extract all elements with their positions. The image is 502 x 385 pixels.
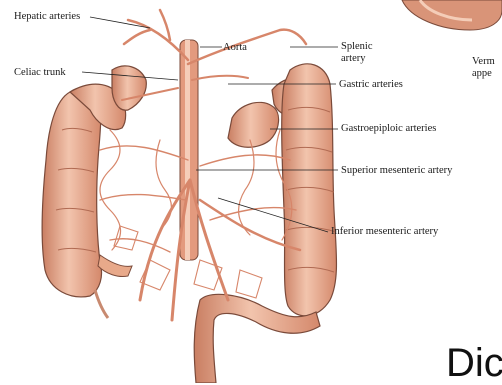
appendix-partial-illustration	[402, 0, 502, 30]
artery-network	[100, 10, 306, 320]
descending-colon	[282, 64, 337, 316]
label-splenic-artery-line2: artery	[341, 53, 365, 64]
label-inferior-mesenteric-artery: Inferior mesenteric artery	[331, 226, 438, 237]
label-gastric-arteries: Gastric arteries	[339, 79, 403, 90]
label-gastroepiploic-arteries: Gastroepiploic arteries	[341, 123, 436, 134]
label-vermiform-line1: Verm	[472, 56, 495, 67]
label-aorta: Aorta	[223, 42, 247, 53]
label-hepatic-arteries: Hepatic arteries	[14, 11, 80, 22]
label-superior-mesenteric-artery: Superior mesenteric artery	[341, 165, 452, 176]
corner-text: Dic	[446, 343, 502, 383]
label-celiac-trunk: Celiac trunk	[14, 67, 66, 78]
label-vermiform-line2: appe	[472, 68, 492, 79]
label-splenic-artery-line1: Splenic	[341, 41, 373, 52]
